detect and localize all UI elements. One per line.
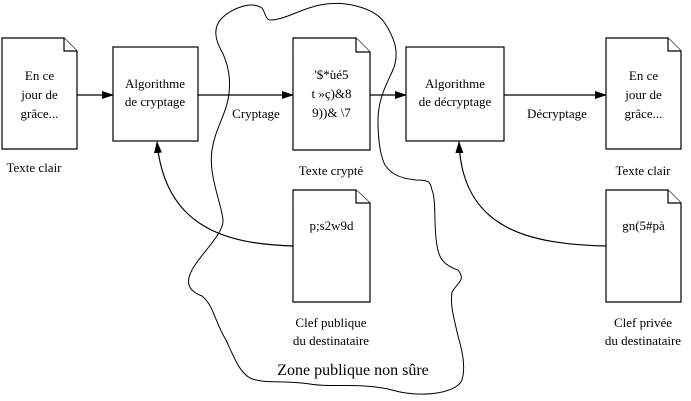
- caption-public-key-line1: Clef publique: [295, 315, 366, 330]
- document-plaintext-input: En ce jour de grâce...: [1, 37, 78, 150]
- private-key-value: gn(5#pà: [622, 218, 665, 233]
- public-key-value: p;s2w9d: [309, 218, 354, 233]
- public-zone-label: Zone publique non sûre: [277, 362, 429, 379]
- decrypt-label-line: Algorithme: [425, 76, 485, 91]
- plaintext-line: grâce...: [625, 106, 663, 121]
- edge-label-decryption: Décryptage: [527, 106, 587, 121]
- ciphertext-line: 9))& \7: [312, 105, 351, 120]
- public-zone-cloud: [188, 3, 465, 395]
- caption-plaintext-output: Texte clair: [615, 163, 671, 178]
- encrypt-label-line: Algorithme: [125, 76, 185, 91]
- process-encryption-algorithm: Algorithme de cryptage: [112, 46, 199, 142]
- caption-ciphertext: Texte crypté: [299, 163, 364, 178]
- decrypt-label-line: de décryptage: [419, 94, 492, 109]
- document-plaintext-output: En ce jour de grâce...: [605, 37, 682, 150]
- edge-label-encryption: Cryptage: [232, 106, 280, 121]
- arrow-public-key-to-encrypt: [154, 141, 294, 247]
- process-decryption-algorithm: Algorithme de décryptage: [405, 46, 505, 142]
- plaintext-line: En ce: [629, 68, 658, 83]
- ciphertext-line: t »ç)&8: [311, 86, 351, 101]
- document-ciphertext: '$*ùé5 t »ç)&8 9))& \7: [292, 37, 371, 151]
- document-private-key: gn(5#pà: [605, 189, 682, 303]
- arrow-private-key-to-decrypt: [455, 141, 607, 247]
- ciphertext-line: '$*ùé5: [314, 67, 348, 82]
- caption-plaintext-input: Texte clair: [6, 160, 62, 175]
- caption-public-key-line2: du destinataire: [293, 333, 369, 348]
- plaintext-line: En ce: [25, 68, 54, 83]
- caption-private-key-line2: du destinataire: [605, 333, 681, 348]
- encrypt-label-line: de cryptage: [125, 94, 186, 109]
- plaintext-line: jour de: [20, 87, 58, 102]
- plaintext-line: jour de: [624, 87, 662, 102]
- caption-private-key-line1: Clef privée: [614, 315, 672, 330]
- document-public-key: p;s2w9d: [292, 189, 371, 303]
- plaintext-line: grâce...: [21, 106, 59, 121]
